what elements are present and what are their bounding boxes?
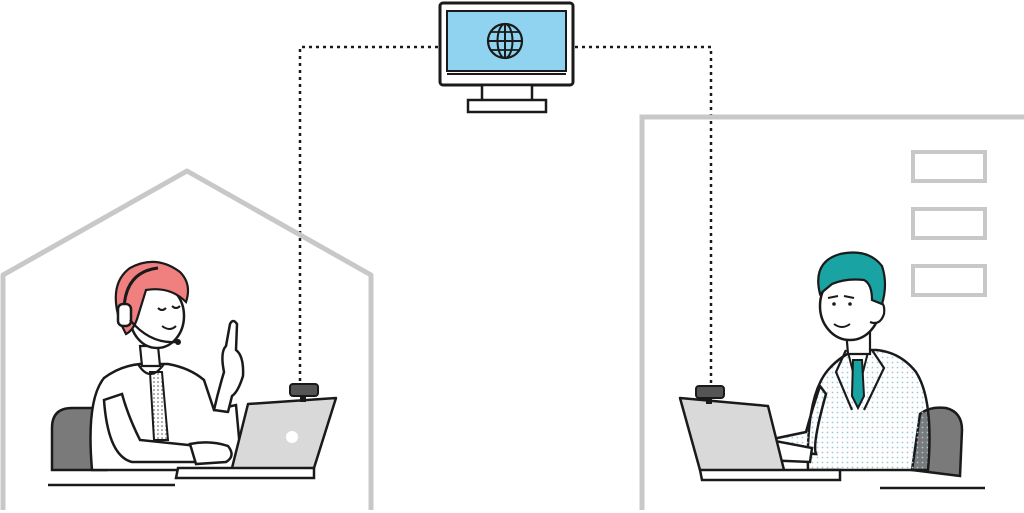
office-building-outline xyxy=(639,114,1024,510)
laptop-icon xyxy=(678,396,842,482)
monitor-icon xyxy=(438,1,575,114)
network-connection-lines xyxy=(298,45,713,388)
woman-with-headset xyxy=(48,260,338,487)
headset-icon xyxy=(116,266,181,345)
webcam-icon xyxy=(695,385,725,404)
house-outline xyxy=(0,168,374,510)
necktie xyxy=(850,359,866,411)
laptop-icon xyxy=(174,396,338,480)
webcam-icon xyxy=(289,383,319,402)
man-in-suit xyxy=(678,251,985,490)
globe-icon xyxy=(486,22,524,60)
